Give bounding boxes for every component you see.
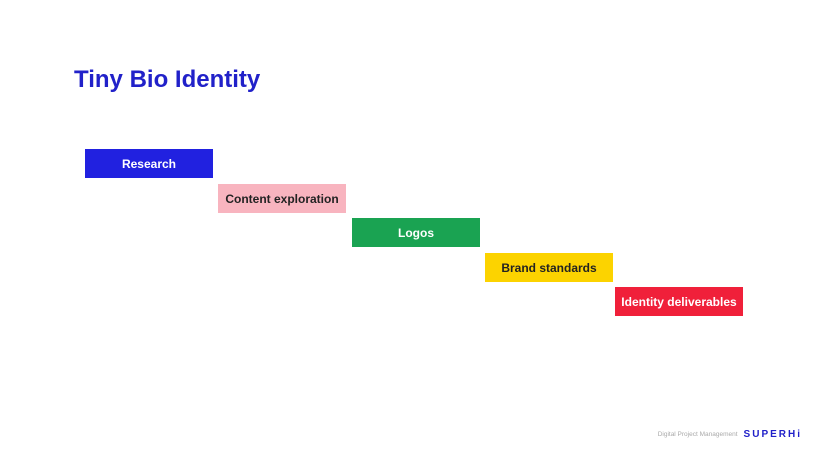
page-title: Tiny Bio Identity <box>74 66 261 93</box>
phase-brand-standards: Brand standards <box>485 253 613 282</box>
phase-identity-deliverables: Identity deliverables <box>615 287 743 316</box>
phase-content-exploration: Content exploration <box>218 184 346 213</box>
phase-research: Research <box>85 149 213 178</box>
footer-text: Digital Project Management <box>657 431 738 438</box>
phase-logos: Logos <box>352 218 480 247</box>
footer: Digital Project Management SUPERHi <box>658 429 802 440</box>
superhi-logo: SUPERHi <box>743 429 802 440</box>
